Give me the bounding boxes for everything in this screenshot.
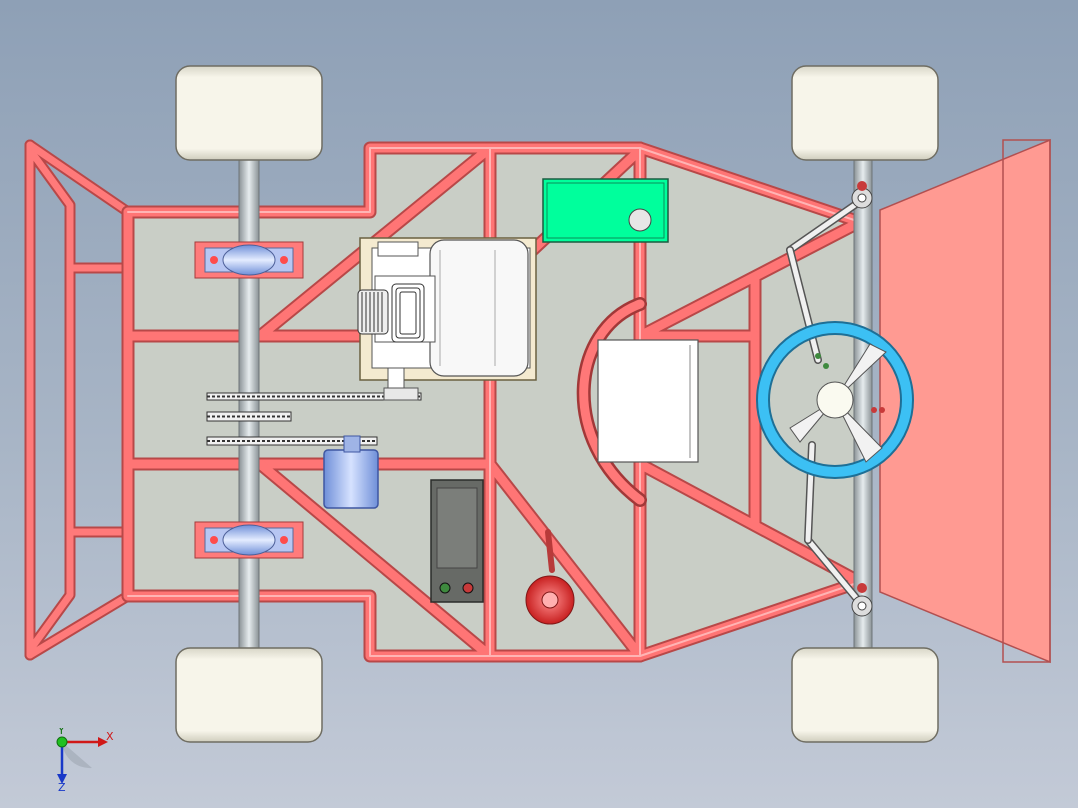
rear-axle	[238, 149, 260, 659]
bearing-block-top	[194, 241, 304, 279]
wheel-front-left	[791, 65, 939, 161]
driver-seat	[576, 297, 699, 507]
front-axle	[853, 149, 873, 659]
motor-controller	[430, 479, 484, 603]
horn	[525, 529, 575, 625]
battery-box	[542, 178, 669, 243]
triad-x-label: X	[106, 730, 114, 743]
rear-bumper-frame	[24, 139, 134, 661]
engine-assembly	[357, 237, 537, 401]
electric-motor	[323, 435, 379, 509]
steering-wheel	[756, 321, 914, 479]
coordinate-triad-icon: X Y Z	[56, 728, 114, 792]
y-axis-icon	[56, 736, 68, 748]
triad-arc-icon	[62, 742, 92, 769]
wheel-front-right	[791, 647, 939, 743]
triad-z-label: Z	[58, 781, 66, 792]
wheel-rear-right	[175, 647, 323, 743]
bearing-block-bottom	[194, 521, 304, 559]
chassis-frame	[121, 141, 867, 663]
wheel-rear-left	[175, 65, 323, 161]
triad-y-label: Y	[57, 728, 65, 737]
